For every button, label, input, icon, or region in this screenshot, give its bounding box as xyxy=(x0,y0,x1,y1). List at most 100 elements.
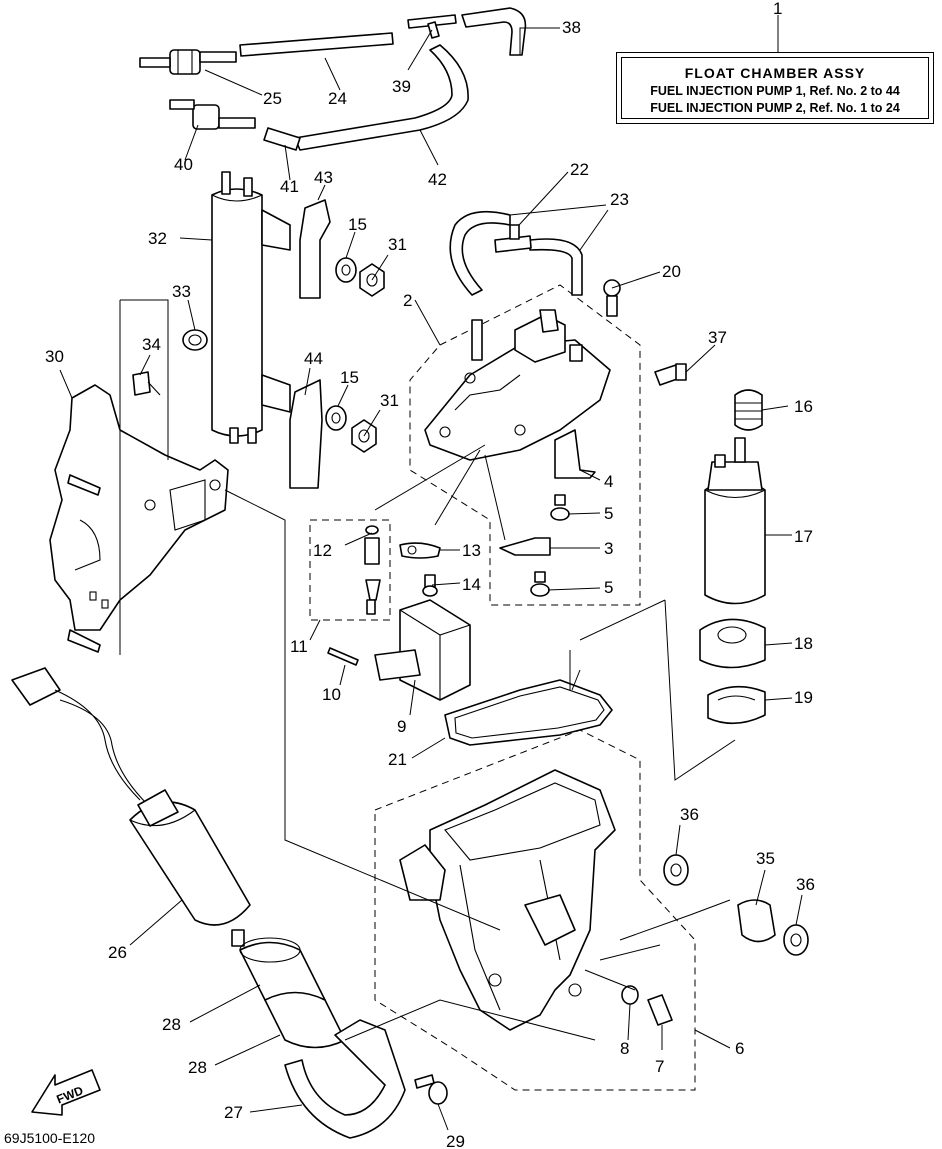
callout-18: 18 xyxy=(794,634,813,653)
needle-valve-11 xyxy=(364,537,381,615)
callout-5-lower: 5 xyxy=(604,578,613,597)
callout-31-upper: 31 xyxy=(388,235,407,254)
assembly-info-box: FLOAT CHAMBER ASSY FUEL INJECTION PUMP 1… xyxy=(616,52,934,124)
callout-28-lower: 28 xyxy=(188,1058,207,1077)
bolt-29 xyxy=(414,1074,448,1105)
forward-direction-arrow: FWD xyxy=(31,1069,101,1116)
callout-34: 34 xyxy=(142,335,161,354)
callout-35: 35 xyxy=(756,849,775,868)
callout-36-left: 36 xyxy=(680,805,699,824)
o-ring-12 xyxy=(365,525,379,535)
washer-8 xyxy=(621,985,639,1005)
float-chamber-cover-2 xyxy=(424,309,611,461)
assembly-line-pump-1: FUEL INJECTION PUMP 1, Ref. No. 2 to 44 xyxy=(650,84,900,98)
callout-15-lower: 15 xyxy=(340,368,359,387)
damper-19 xyxy=(707,685,766,725)
callout-20: 20 xyxy=(662,262,681,281)
callout-37: 37 xyxy=(708,328,727,347)
screw-5-lower xyxy=(530,571,550,597)
callout-42: 42 xyxy=(428,170,447,189)
callout-3: 3 xyxy=(604,539,613,558)
callout-28-upper: 28 xyxy=(162,1015,181,1034)
fuel-filter-25 xyxy=(139,49,237,75)
callout-30: 30 xyxy=(45,347,64,366)
fuel-pump-17 xyxy=(704,437,766,605)
callout-27: 27 xyxy=(224,1103,243,1122)
callout-2: 2 xyxy=(403,291,412,310)
gasket-21 xyxy=(444,679,613,746)
pin-10 xyxy=(327,647,359,666)
callout-39: 39 xyxy=(392,77,411,96)
callout-7: 7 xyxy=(655,1057,664,1076)
holder-18 xyxy=(699,618,766,669)
callout-31-lower: 31 xyxy=(380,391,399,410)
callout-14: 14 xyxy=(462,575,481,594)
callout-10: 10 xyxy=(322,685,341,704)
grommet-35 xyxy=(737,899,776,943)
hose-42 xyxy=(294,44,469,151)
joint-39 xyxy=(407,14,457,39)
callout-33: 33 xyxy=(172,282,191,301)
callout-15-upper: 15 xyxy=(348,215,367,234)
bracket-plate-30 xyxy=(49,384,229,653)
bracket-44 xyxy=(289,379,323,489)
screw-14 xyxy=(422,574,438,597)
bolt-34 xyxy=(132,371,161,396)
leader-lines xyxy=(59,15,803,1131)
strainer-28-lower xyxy=(264,991,346,1049)
callout-11: 11 xyxy=(290,637,308,656)
bracket-43 xyxy=(299,199,331,299)
connector-harness xyxy=(11,667,149,806)
callout-26: 26 xyxy=(108,943,127,962)
callout-29: 29 xyxy=(446,1132,465,1149)
callout-19: 19 xyxy=(794,688,813,707)
callout-21: 21 xyxy=(388,750,407,769)
callout-5-upper: 5 xyxy=(604,504,613,523)
grommet-15-lower xyxy=(325,405,347,431)
callout-24: 24 xyxy=(328,89,347,108)
drawing-code: 69J5100-E120 xyxy=(4,1130,96,1146)
assembly-line-pump-2: FUEL INJECTION PUMP 2, Ref. No. 1 to 24 xyxy=(650,101,900,115)
bracket-4 xyxy=(554,429,596,479)
hose-41 xyxy=(263,127,301,151)
callout-16: 16 xyxy=(794,397,813,416)
callout-23: 23 xyxy=(610,190,629,209)
hose-23 xyxy=(449,210,583,296)
callout-40: 40 xyxy=(174,155,193,174)
grommet-36-left xyxy=(663,854,689,886)
screw-5-upper xyxy=(550,494,570,521)
fuel-pump-26 xyxy=(129,789,251,947)
assembly-title: FLOAT CHAMBER ASSY xyxy=(684,65,866,81)
bracket-27 xyxy=(284,1019,406,1139)
drain-screw-7 xyxy=(647,994,673,1026)
callout-13: 13 xyxy=(462,541,481,560)
fitting-37 xyxy=(654,363,687,386)
collar-33 xyxy=(182,329,208,351)
float-9 xyxy=(374,599,471,701)
callout-4: 4 xyxy=(604,472,613,491)
fuel-hose-24 xyxy=(239,32,394,57)
grommet-15-upper xyxy=(335,257,357,283)
callout-17: 17 xyxy=(794,527,813,546)
grommet-36-right xyxy=(783,924,809,956)
joint-22 xyxy=(494,224,532,253)
callout-6: 6 xyxy=(735,1039,744,1058)
callout-43: 43 xyxy=(314,168,333,187)
callout-38: 38 xyxy=(562,18,581,37)
hose-38 xyxy=(461,7,527,56)
bracket-3 xyxy=(499,537,551,556)
fuel-filter-40 xyxy=(169,99,256,130)
callout-22: 22 xyxy=(570,160,589,179)
group-outline-needle-valve xyxy=(309,519,391,621)
callout-32: 32 xyxy=(148,229,167,248)
callout-25: 25 xyxy=(263,89,282,108)
callout-36-right: 36 xyxy=(796,875,815,894)
screw-20 xyxy=(603,279,621,317)
clip-13 xyxy=(399,542,441,559)
callout-44: 44 xyxy=(304,349,323,368)
callout-8: 8 xyxy=(620,1039,629,1058)
callout-12: 12 xyxy=(313,541,332,560)
callout-1: 1 xyxy=(773,0,782,18)
callout-labels: 1 2 3 4 5 5 6 7 8 9 10 11 12 13 14 15 15… xyxy=(45,0,815,1149)
